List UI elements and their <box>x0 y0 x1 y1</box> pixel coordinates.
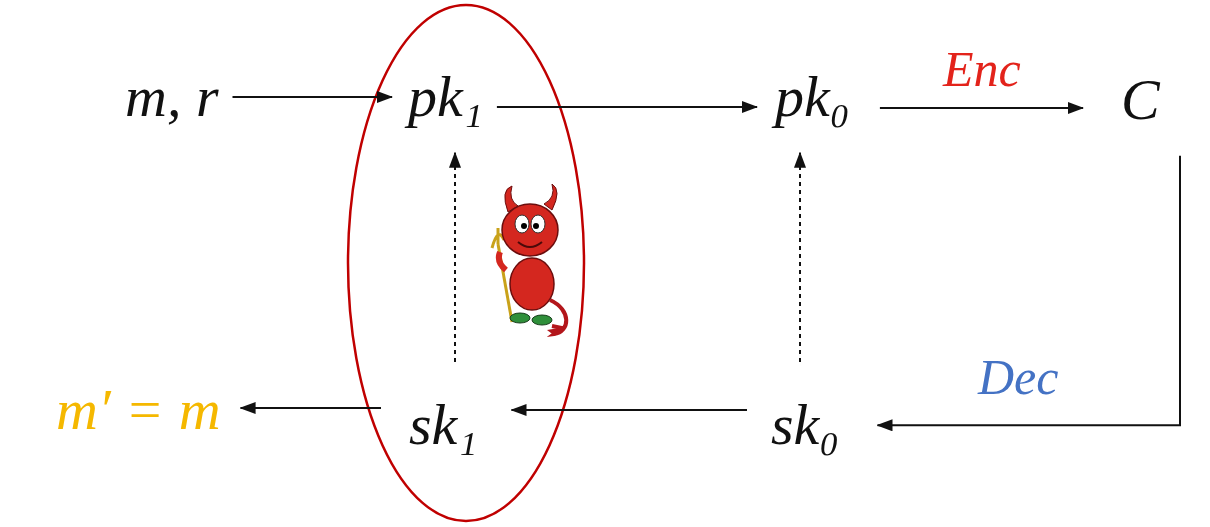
edge-label: Enc <box>940 41 1024 99</box>
arrow <box>880 107 1083 109</box>
dashed-arrow <box>799 153 801 362</box>
arrow <box>233 96 393 98</box>
arrow <box>497 106 757 108</box>
math-term: sk₀ <box>767 392 843 459</box>
dashed-arrow <box>454 153 456 362</box>
math-term: sk₁ <box>405 392 481 459</box>
math-term: m, r <box>121 64 222 131</box>
math-term: pk₁ <box>404 64 487 131</box>
node-text: m′ = m <box>56 377 221 444</box>
node-text: m, r <box>125 64 218 131</box>
attacker-ellipse <box>348 5 584 521</box>
arrow <box>512 409 748 411</box>
edge-label: Dec <box>975 349 1062 407</box>
math-term: m′ = m <box>52 377 225 444</box>
devil-figure <box>492 184 566 336</box>
math-term: C <box>1117 67 1164 134</box>
math-term: pk₀ <box>771 64 854 131</box>
node-text: pk₀ <box>775 64 850 131</box>
arrow <box>878 156 1181 426</box>
node-text: pk₁ <box>408 64 483 131</box>
arrow <box>241 407 381 409</box>
node-text: sk₁ <box>409 392 477 459</box>
node-text: C <box>1121 67 1160 134</box>
node-text: sk₀ <box>771 392 839 459</box>
